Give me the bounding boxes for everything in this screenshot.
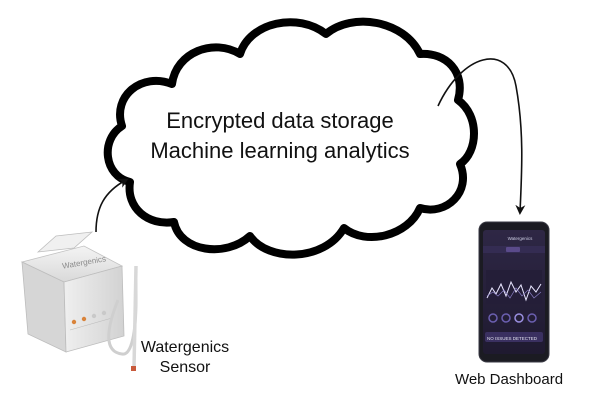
phone-device (478, 221, 550, 363)
sensor-label-line2: Sensor (159, 359, 211, 376)
phone-status-text: NO ISSUES DETECTED (487, 336, 538, 341)
sensor-probe-tip (131, 366, 136, 371)
phone-app-title: Watergenics (507, 236, 533, 241)
dashboard-label: Web Dashboard (454, 371, 564, 388)
sensor-probe-rod (132, 265, 138, 369)
cloud-label: Encrypted data storage Machine learning … (130, 106, 430, 166)
cloud-label-line1: Encrypted data storage (166, 108, 394, 133)
arrow-cloud-to-dashboard (437, 58, 526, 215)
phone-chart-line (486, 280, 542, 302)
cloud-label-line2: Machine learning analytics (150, 138, 410, 163)
arrow-sensor-to-cloud (95, 178, 129, 233)
sensor-label-line1: Watergenics (140, 339, 230, 356)
cloud-shape (103, 17, 478, 259)
sensor-label: Watergenics Sensor (130, 338, 240, 378)
